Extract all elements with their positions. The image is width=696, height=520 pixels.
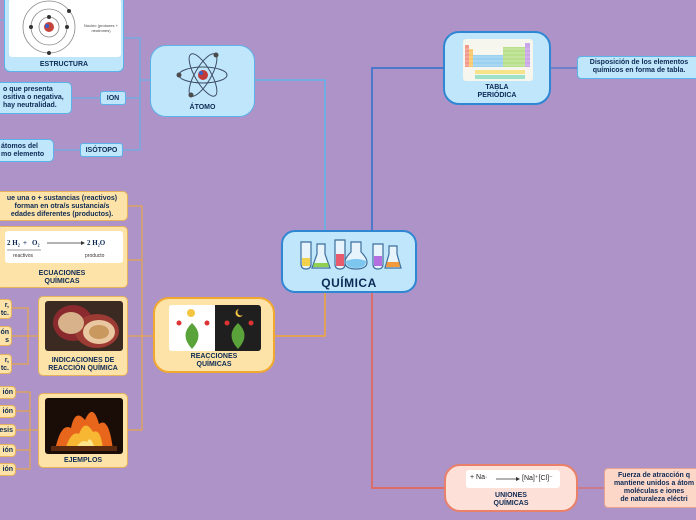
equations-node[interactable]: 2 H₂ + O₂ 2 H₂O reactivos producto ECUAC… [0, 226, 128, 288]
reaction-definition-text: ue una o + sustancias (reactivos) forman… [6, 195, 118, 218]
structure-diagram-caption: Núcleo (protones + neutrones) [84, 23, 118, 33]
examples-title: EJEMPLOS [63, 457, 103, 464]
periodic-table-node[interactable]: TABLA PERIÓDICA [443, 31, 551, 105]
periodic-table-title: TABLA PERIÓDICA [477, 84, 517, 99]
example-item-1-text: ión [2, 389, 14, 396]
indication-item-1-text: r, tc. [0, 302, 9, 317]
reactant-2: O₂ [32, 239, 40, 247]
reactant-1: 2 H₂ [7, 239, 20, 247]
lab-flasks-icon [300, 239, 402, 270]
indications-node[interactable]: INDICACIONES DE REACCIÓN QUÍMICA [38, 296, 128, 376]
ion-node[interactable]: ION [100, 91, 126, 105]
indication-item-2-text: ón s [0, 329, 9, 344]
ionic-bond-image: + Na· [Na]⁺[Cl]⁻ [466, 470, 560, 488]
bond-formula-right: [Na]⁺[Cl]⁻ [522, 475, 553, 482]
example-item-1[interactable]: ión [0, 386, 16, 399]
product: 2 H₂O [87, 239, 106, 247]
bonds-description-text: Fuerza de atracción q mantiene unidos a … [613, 472, 695, 503]
isotope-description[interactable]: átomos del mo elemento [0, 139, 54, 162]
reactions-node[interactable]: REACCIONES QUÍMICAS [153, 297, 275, 373]
isotope-node[interactable]: ISÓTOPO [80, 143, 123, 157]
examples-node[interactable]: EJEMPLOS [38, 393, 128, 468]
ion-description[interactable]: o que presenta ositiva o negativa, hay n… [0, 82, 72, 114]
bonds-title: UNIONES QUÍMICAS [493, 492, 529, 507]
reaction-definition[interactable]: ue una o + sustancias (reactivos) forman… [0, 191, 128, 221]
example-item-4[interactable]: ión [0, 444, 16, 457]
ion-description-text: o que presenta ositiva o negativa, hay n… [3, 86, 64, 109]
periodic-table-image [463, 39, 533, 81]
central-topic-quimica[interactable]: QUÍMICA [281, 230, 417, 293]
reaction-arrow-icon [7, 241, 85, 251]
structure-title: ESTRUCTURA [39, 61, 89, 68]
example-item-3-text: esis [0, 427, 13, 434]
apple-oxidation-image [45, 301, 123, 351]
periodic-table-description-text: Disposición de los elementos químicos en… [589, 59, 689, 74]
atom-icon [176, 52, 228, 98]
plus-sign: + [23, 239, 27, 247]
indication-item-2[interactable]: ón s [0, 326, 12, 346]
bond-arrow-icon [496, 477, 520, 481]
atom-structure-diagram: Núcleo (protones + neutrones) [9, 0, 121, 57]
reactants-caption: reactivos [13, 253, 34, 259]
equation-image: 2 H₂ + O₂ 2 H₂O reactivos producto [5, 231, 123, 263]
bond-formula-left: + Na· [470, 474, 488, 481]
indications-title: INDICACIONES DE REACCIÓN QUÍMICA [48, 357, 118, 372]
indication-item-3[interactable]: r, tc. [0, 354, 12, 374]
equations-title: ECUACIONES QUÍMICAS [38, 270, 86, 285]
isotope-label: ISÓTOPO [85, 147, 118, 154]
structure-node[interactable]: Núcleo (protones + neutrones) ESTRUCTURA [4, 0, 124, 72]
indication-item-1[interactable]: r, tc. [0, 299, 12, 319]
isotope-description-text: átomos del mo elemento [1, 143, 45, 158]
product-caption: producto [85, 253, 105, 259]
example-item-2[interactable]: ión [0, 405, 16, 418]
indication-item-3-text: r, tc. [0, 357, 9, 372]
example-item-3[interactable]: esis [0, 424, 16, 437]
example-item-2-text: ión [2, 408, 14, 415]
example-item-4-text: ión [2, 447, 14, 454]
photosynthesis-image [169, 305, 261, 351]
atom-title: ÁTOMO [189, 104, 216, 111]
reactions-title: REACCIONES QUÍMICAS [190, 353, 238, 368]
bonds-node[interactable]: + Na· [Na]⁺[Cl]⁻ UNIONES QUÍMICAS [444, 464, 578, 512]
atom-node[interactable]: ÁTOMO [150, 45, 255, 117]
fire-image [45, 398, 123, 454]
ion-label: ION [106, 95, 120, 102]
example-item-5[interactable]: ión [0, 463, 16, 476]
periodic-table-description[interactable]: Disposición de los elementos químicos en… [577, 56, 696, 79]
bonds-description[interactable]: Fuerza de atracción q mantiene unidos a … [604, 468, 696, 508]
example-item-5-text: ión [2, 466, 14, 473]
central-topic-title: QUÍMICA [321, 276, 377, 290]
